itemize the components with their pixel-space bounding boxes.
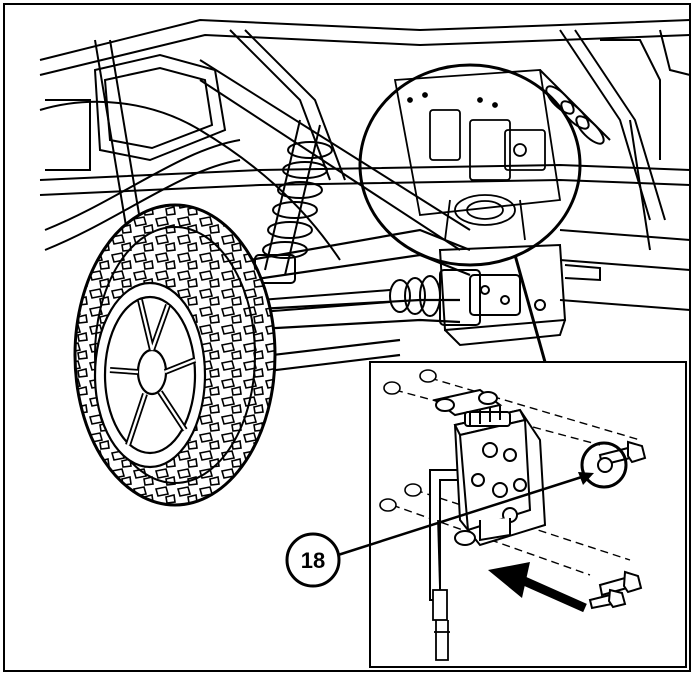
callout-label: 18 — [301, 548, 325, 573]
drive-axle — [259, 269, 481, 326]
callout-leader-line — [337, 473, 589, 557]
detail-circle — [358, 63, 582, 267]
fender-panel — [93, 53, 227, 162]
wheel-rim-icon — [93, 281, 207, 469]
inset-washers — [379, 369, 437, 512]
inset-control-module — [453, 406, 547, 547]
differential-housing — [438, 243, 601, 347]
arrow-icon — [488, 562, 587, 613]
shock-absorber-icon — [254, 69, 611, 284]
bolt-highlight-circle — [580, 441, 628, 489]
detail-leader-line — [513, 254, 547, 363]
callout-18: 18 — [285, 532, 341, 588]
bolt-icon — [588, 440, 647, 610]
callout-leader-arrowhead — [578, 472, 594, 485]
inset-sensor-wire — [432, 519, 450, 661]
detail-circle-contents — [393, 69, 562, 241]
frame-tubes — [39, 18, 691, 311]
